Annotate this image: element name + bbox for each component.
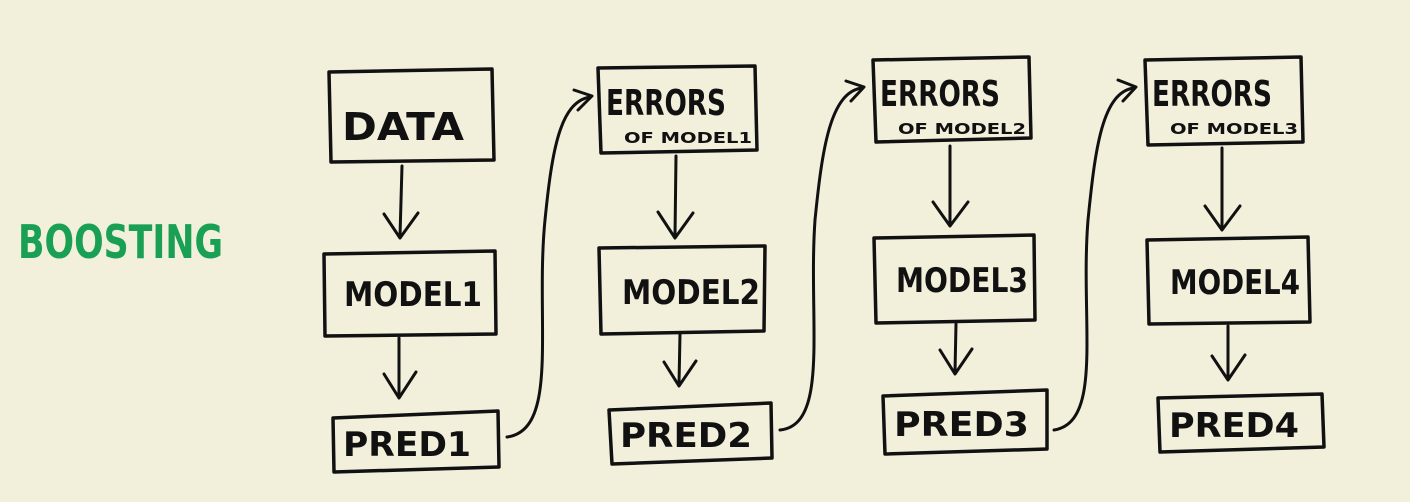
down-arrow-model2-to-pred2 [662,332,698,388]
pred2-box-label: PRED2 [620,416,752,456]
errors-box-sublabel: OF MODEL3 [1170,120,1298,138]
errors-of-model3-box: ERRORS OF MODEL3 [1143,55,1305,147]
column-4: ERRORS OF MODEL3 MODEL4 PRED4 [1143,55,1326,454]
model2-box-label: MODEL2 [622,273,760,313]
down-arrow-model3-to-pred3 [938,322,974,376]
errors-of-model2-box: ERRORS OF MODEL2 [871,55,1033,144]
down-arrow-data-to-model1 [382,164,420,240]
pred3-box: PRED3 [881,388,1049,456]
down-arrow-errors1-to-model2 [656,154,695,240]
column-2: ERRORS OF MODEL1 MODEL2 PRED2 [596,64,774,466]
down-arrow-errors3-to-model4 [1203,146,1242,232]
column-3: ERRORS OF MODEL2 MODEL3 PRED3 [871,55,1049,456]
model4-box-label: MODEL4 [1170,263,1300,303]
errors-of-model1-box: ERRORS OF MODEL1 [596,64,759,155]
down-arrow-model1-to-pred1 [382,336,418,400]
pred1-box-label: PRED1 [343,425,471,465]
data-box-label: DATA [342,105,465,149]
pred4-box-label: PRED4 [1169,406,1299,446]
model2-box: MODEL2 [597,244,767,336]
pred4-box: PRED4 [1156,392,1326,454]
errors-box-sublabel: OF MODEL1 [624,129,752,147]
pred3-box-label: PRED3 [894,405,1029,445]
pred2-box: PRED2 [607,401,774,466]
curve-arrow-pred2-to-errors2 [778,79,866,432]
errors-box-label: ERRORS [1152,74,1272,115]
errors-box-label: ERRORS [606,83,726,124]
pred1-box: PRED1 [331,409,501,474]
down-arrow-model4-to-pred4 [1210,324,1247,382]
data-box: DATA [327,67,496,164]
column-1: DATA MODEL1 PRED1 [322,67,501,474]
model3-box-label: MODEL3 [896,261,1028,301]
down-arrow-errors2-to-model3 [931,144,970,228]
curve-arrow-pred3-to-errors3 [1052,78,1138,432]
model3-box: MODEL3 [872,233,1037,325]
errors-box-sublabel: OF MODEL2 [898,120,1026,138]
curve-arrow-pred1-to-errors1 [505,88,594,439]
errors-box-label: ERRORS [880,74,1000,115]
diagram-title: BOOSTING [18,215,223,269]
model1-box: MODEL1 [322,249,498,338]
model1-box-label: MODEL1 [344,275,482,315]
model4-box: MODEL4 [1145,235,1312,326]
